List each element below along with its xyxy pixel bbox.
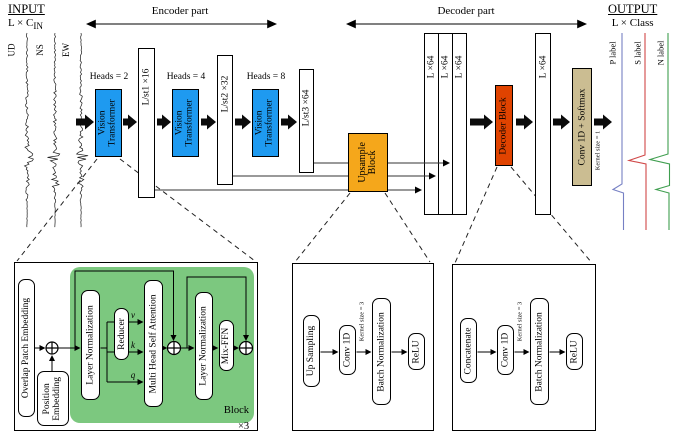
encoder-bar-2: L/st2 ×32 — [217, 55, 233, 185]
add-icon — [166, 340, 182, 356]
upsample-kernel-size-label: Kernel size = 3 — [358, 301, 366, 341]
upsample-conv1d: Conv 1D — [339, 325, 356, 375]
decoder-final-bar: L ×64 — [535, 33, 551, 215]
flow-arrow-icon — [201, 114, 216, 130]
k-label: k — [131, 340, 135, 350]
upsample-batch-normalization: Batch Normalization — [372, 298, 391, 405]
input-dims: L × CIN — [8, 17, 44, 32]
output-trace-s — [626, 33, 647, 230]
vision-transformer-2: Vision Transformer — [172, 89, 199, 157]
vit-detail-connectors — [35, 270, 249, 385]
output-title: OUTPUT — [608, 2, 658, 16]
input-trace-ew — [75, 32, 89, 228]
layer-normalization-2: Layer Normalization — [195, 292, 213, 400]
flow-arrow-icon — [594, 114, 612, 130]
layer-normalization-1: Layer Normalization — [81, 290, 100, 400]
flow-arrow-icon — [235, 114, 251, 130]
decoder-kernel-size-label: Kernel size = 3 — [516, 301, 524, 341]
reducer: Reducer — [114, 308, 129, 360]
upsample-block: Upsample Block — [348, 133, 388, 192]
zoom-dashed-line — [510, 166, 593, 264]
add-icons — [45, 340, 254, 356]
block-repeat-tag: ×3 — [238, 421, 250, 432]
decoder-part-label: Decoder part — [437, 5, 495, 17]
decoder-batch-normalization: Batch Normalization — [530, 298, 549, 405]
zoom-dashed-line — [294, 192, 351, 263]
pipeline-flow-arrow-icons — [76, 114, 612, 130]
concatenate: Concatenate — [460, 318, 477, 383]
heads-label-3: Heads = 8 — [246, 72, 286, 82]
q-label: q — [130, 370, 136, 380]
encoder-part-label: Encoder part — [151, 5, 209, 17]
flow-arrow-icon — [281, 114, 297, 130]
flow-arrow-icon — [157, 114, 171, 130]
up-sampling: Up Sampling — [303, 315, 320, 387]
overlap-patch-embedding: Overlap Patch Embedding — [18, 279, 35, 417]
encoder-bar-1: L/st1 ×16 — [138, 48, 155, 198]
decoder-relu: ReLU — [566, 333, 583, 370]
mix-ffn: Mix-FFN — [219, 320, 234, 371]
flow-arrow-icon — [470, 114, 493, 130]
conv1d-softmax-block: Conv 1D + Softmax — [572, 68, 592, 186]
multi-head-self-attention: Multi Head Self Attention — [144, 280, 163, 407]
decoder-bar-3: L ×64 — [452, 33, 467, 215]
flow-arrow-icon — [123, 114, 137, 130]
input-trace-ud — [23, 32, 34, 228]
input-waveforms — [23, 32, 89, 228]
zoom-dashed-line — [16, 158, 98, 262]
heads-label-1: Heads = 2 — [89, 72, 129, 82]
output-header: OUTPUT L × Class — [608, 2, 657, 29]
output-dims: L × Class — [611, 17, 654, 29]
upsample-relu: ReLU — [408, 333, 425, 370]
input-header: INPUT L × CIN — [8, 2, 45, 31]
flow-arrow-icon — [76, 114, 94, 130]
decoder-block: Decoder Block — [495, 85, 513, 166]
heads-label-2: Heads = 4 — [166, 72, 206, 82]
input-title: INPUT — [8, 2, 45, 16]
add-icon — [238, 340, 254, 356]
block-tag: Block — [223, 405, 249, 416]
output-waveforms — [611, 33, 671, 230]
add-icon — [45, 341, 59, 355]
vision-transformer-1: Vision Transformer — [95, 89, 122, 157]
output-trace-p — [611, 33, 625, 230]
vision-transformer-3: Vision Transformer — [252, 89, 279, 157]
input-trace-ns — [47, 32, 61, 228]
v-label: v — [131, 310, 135, 320]
position-embedding: Position Embedding — [37, 371, 69, 426]
flow-arrow-icon — [553, 114, 570, 130]
encoder-bar-3: L/st3 ×64 — [299, 69, 314, 173]
decoder-conv1d: Conv 1D — [497, 325, 514, 375]
output-trace-n — [647, 33, 671, 230]
flow-arrow-icon — [516, 114, 533, 130]
zoom-dashed-line — [384, 192, 431, 263]
